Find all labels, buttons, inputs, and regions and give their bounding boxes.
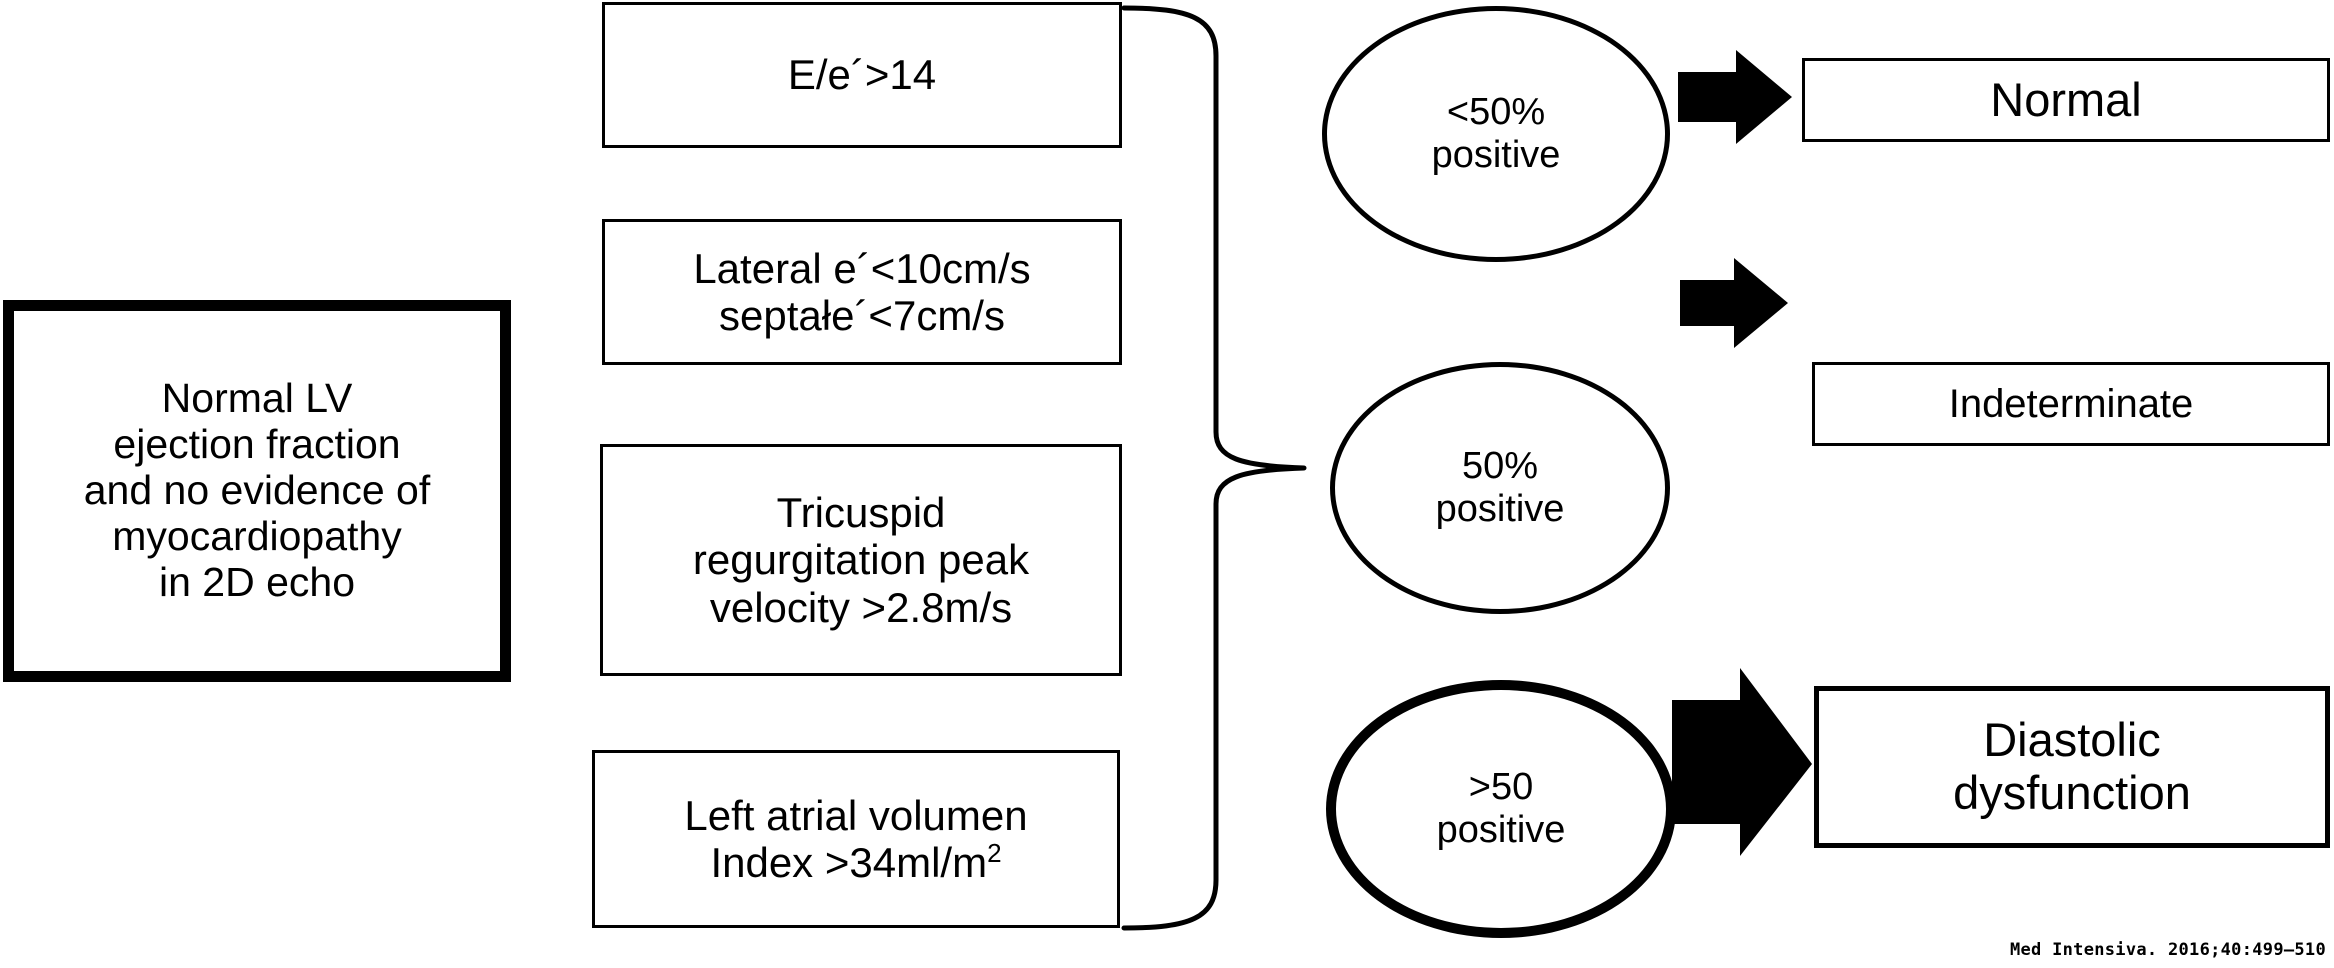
citation-text: Med Intensiva. 2016;40:499–510 [2009,940,2326,960]
decision-label-3: >50 positive [1436,766,1566,851]
criterion-label-4-line1: Left atrial volumen [684,791,1028,839]
criterion-label-3: Tricuspid regurgitation peak velocity >2… [692,489,1030,631]
outcome-label-1: Normal [1990,72,2142,126]
block-arrow-right-icon [1680,258,1788,348]
criterion-label-4-line2: Index >34ml/m [710,839,988,886]
criterion-box-2: Lateral e´<10cm/s septałe´<7cm/s [602,219,1122,365]
source-node-label: Normal LV ejection fraction and no evide… [83,375,431,605]
decision-ellipse-2: 50% positive [1330,362,1670,614]
criterion-box-1: E/e´>14 [602,2,1122,148]
decision-label-2: 50% positive [1435,445,1565,530]
outcome-box-3: Diastolic dysfunction [1814,686,2330,848]
outcome-label-3: Diastolic dysfunction [1953,713,2191,819]
criterion-box-3: Tricuspid regurgitation peak velocity >2… [600,444,1122,676]
decision-ellipse-3: >50 positive [1326,680,1676,938]
source-node: Normal LV ejection fraction and no evide… [3,300,511,682]
block-arrow-right-icon [1678,50,1792,144]
criterion-label-2: Lateral e´<10cm/s septałe´<7cm/s [693,244,1031,339]
criterion-label-1: E/e´>14 [787,51,937,99]
criterion-label-4-superscript: 2 [987,838,1002,868]
decision-label-1: <50% positive [1431,91,1561,176]
decision-ellipse-1: <50% positive [1322,6,1670,262]
outcome-box-2: Indeterminate [1812,362,2330,446]
block-arrow-right-icon [1672,668,1812,856]
right-curly-brace-icon [1121,5,1307,931]
outcome-label-2: Indeterminate [1948,381,2194,426]
outcome-box-1: Normal [1802,58,2330,142]
